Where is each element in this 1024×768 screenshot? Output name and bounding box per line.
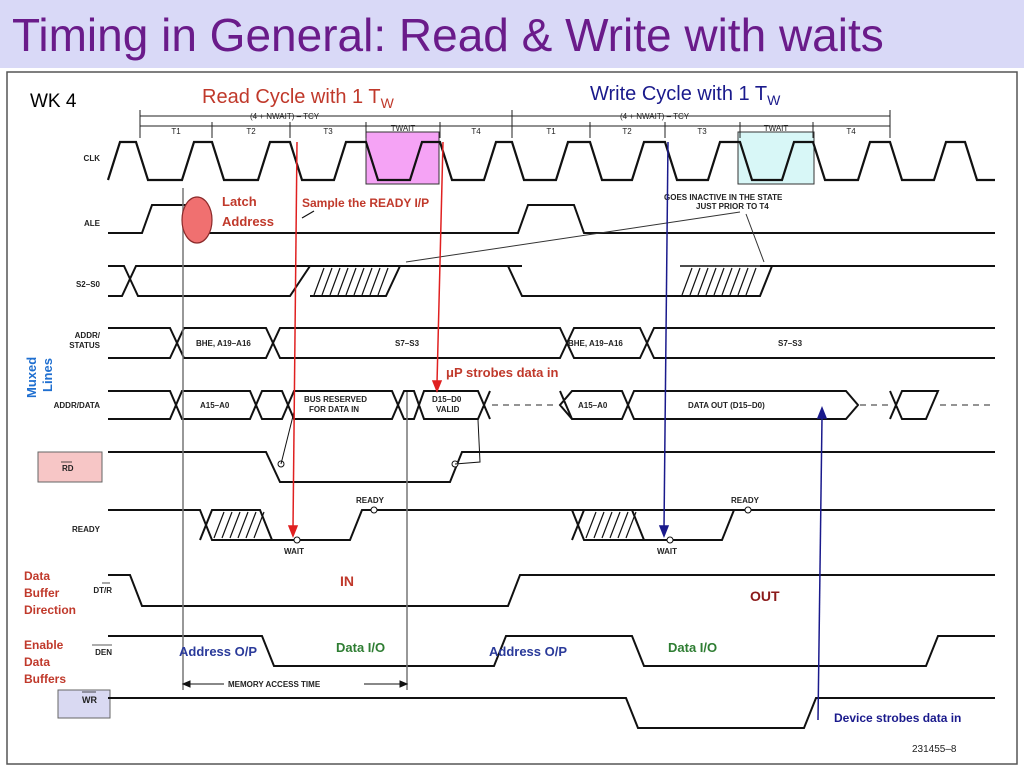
read-sample-arrow [287, 141, 444, 539]
dbd-label-1: Data [24, 569, 50, 583]
address-op-read: Address O/P [179, 644, 257, 659]
goes-inactive-1: GOES INACTIVE IN THE STATE [664, 193, 783, 202]
title-bar: Timing in General: Read & Write with wai… [0, 0, 1024, 68]
signal-clk-label: CLK [84, 154, 101, 163]
dbd-label-3: Direction [24, 603, 76, 617]
den-waveform [108, 635, 995, 667]
sample-ready-label: Sample the READY I/P [302, 196, 429, 210]
data-io-write: Data I/O [668, 640, 717, 655]
figure-id: 231455–8 [912, 744, 957, 755]
addr-status-bus [108, 327, 995, 359]
strobes-in-label: μP strobes data in [446, 365, 559, 380]
bus-a15a0-write: A15–A0 [578, 401, 608, 410]
ready-waveform [108, 509, 995, 541]
signal-dtr-label: DT/R [93, 586, 112, 595]
write-sample-arrow [658, 141, 828, 721]
clk-waveform [106, 140, 995, 182]
rd-waveform [108, 451, 995, 483]
muxed-label-2: Lines [40, 358, 55, 392]
dbd-label-2: Buffer [24, 586, 60, 600]
rd-label: RD [62, 464, 74, 473]
signal-s2s0-label: S2–S0 [76, 280, 101, 289]
bus-bhe-read: BHE, A19–A16 [196, 339, 251, 348]
bus-din-2: VALID [436, 405, 460, 414]
in-label: IN [340, 573, 354, 589]
diagram-frame [6, 71, 1018, 765]
s2s0-hatch-outline [310, 265, 770, 297]
span-label-write: (4 + NWAIT) – TCY [620, 112, 690, 121]
cycle-span-write [512, 110, 891, 124]
twait-write-highlight [737, 131, 815, 185]
state-label: T1 [546, 127, 556, 136]
state-label: T1 [171, 127, 181, 136]
wait-marker [293, 536, 301, 544]
address-op-write: Address O/P [489, 644, 567, 659]
signal-ale-label: ALE [84, 219, 101, 228]
ready-marker [744, 506, 752, 514]
write-cycle-label: Write Cycle with 1 TW [590, 83, 781, 108]
bus-s7s3-write: S7–S3 [778, 339, 803, 348]
timing-diagram: WK 4 Read Cycle with 1 TW Write Cycle wi… [6, 71, 1018, 765]
edb-label-3: Buffers [24, 672, 66, 686]
bus-a15a0-read: A15–A0 [200, 401, 230, 410]
state-label: T4 [471, 127, 481, 136]
bus-din-1: D15–D0 [432, 395, 462, 404]
out-label: OUT [750, 588, 780, 604]
edb-label-2: Data [24, 655, 50, 669]
state-label: T3 [323, 127, 333, 136]
span-label-read: (4 + NWAIT) – TCY [250, 112, 320, 121]
bus-bhe-write: BHE, A19–A16 [568, 339, 623, 348]
state-row [139, 122, 891, 138]
wait-marker [666, 536, 674, 544]
state-label: TWAIT [391, 124, 416, 133]
signal-addr-data-label: ADDR/DATA [54, 401, 101, 410]
muxed-label-1: Muxed [24, 357, 39, 398]
state-label: T3 [697, 127, 707, 136]
wr-box [57, 689, 111, 719]
rd-relation [280, 411, 481, 465]
sample-ready-pointer [301, 210, 315, 219]
dtr-waveform [108, 574, 995, 607]
latch-label-1: Latch [222, 194, 257, 209]
ready-hatch [213, 511, 637, 539]
read-cycle-label: Read Cycle with 1 TW [202, 86, 395, 111]
memory-access-arrow [181, 680, 409, 688]
signal-addr-status-label-1: ADDR/ [75, 331, 101, 340]
data-io-read: Data I/O [336, 640, 385, 655]
signal-den-label: DEN [95, 648, 112, 657]
device-strobes-label: Device strobes data in [834, 711, 961, 725]
state-label: T4 [846, 127, 856, 136]
twait-read-highlight [365, 131, 440, 185]
state-label: TWAIT [764, 124, 789, 133]
slide-title: Timing in General: Read & Write with wai… [12, 9, 884, 61]
bus-reserved-1: BUS RESERVED [304, 395, 367, 404]
goes-inactive-pointer [405, 211, 765, 263]
ready-marker [370, 506, 378, 514]
goes-inactive-2: JUST PRIOR TO T4 [696, 202, 769, 211]
week-tag: WK 4 [30, 91, 77, 112]
bus-data-out: DATA OUT (D15–D0) [688, 401, 765, 410]
wait-text-read: WAIT [284, 547, 304, 556]
signal-addr-status-label-2: STATUS [69, 341, 100, 350]
cycle-span-read [139, 110, 513, 124]
bus-s7s3-read: S7–S3 [395, 339, 420, 348]
latch-label-2: Address [222, 214, 274, 229]
bus-reserved-2: FOR DATA IN [309, 405, 359, 414]
ale-waveform [108, 204, 995, 234]
rd-box [37, 451, 103, 483]
state-label: T2 [246, 127, 256, 136]
ready-text-read: READY [356, 496, 385, 505]
memory-access-label: MEMORY ACCESS TIME [228, 680, 321, 689]
s2s0-hatch [313, 267, 757, 296]
ready-text-write: READY [731, 496, 760, 505]
state-label: T2 [622, 127, 632, 136]
latch-address-marker [181, 196, 213, 244]
wait-text-write: WAIT [657, 547, 677, 556]
state-labels: T1 T2 T3 TWAIT T4 T1 T2 T3 TWAIT T4 [171, 124, 856, 136]
signal-ready-label: READY [72, 525, 101, 534]
wr-label: WR [82, 695, 97, 705]
edb-label-1: Enable [24, 638, 64, 652]
wr-waveform [108, 697, 995, 729]
